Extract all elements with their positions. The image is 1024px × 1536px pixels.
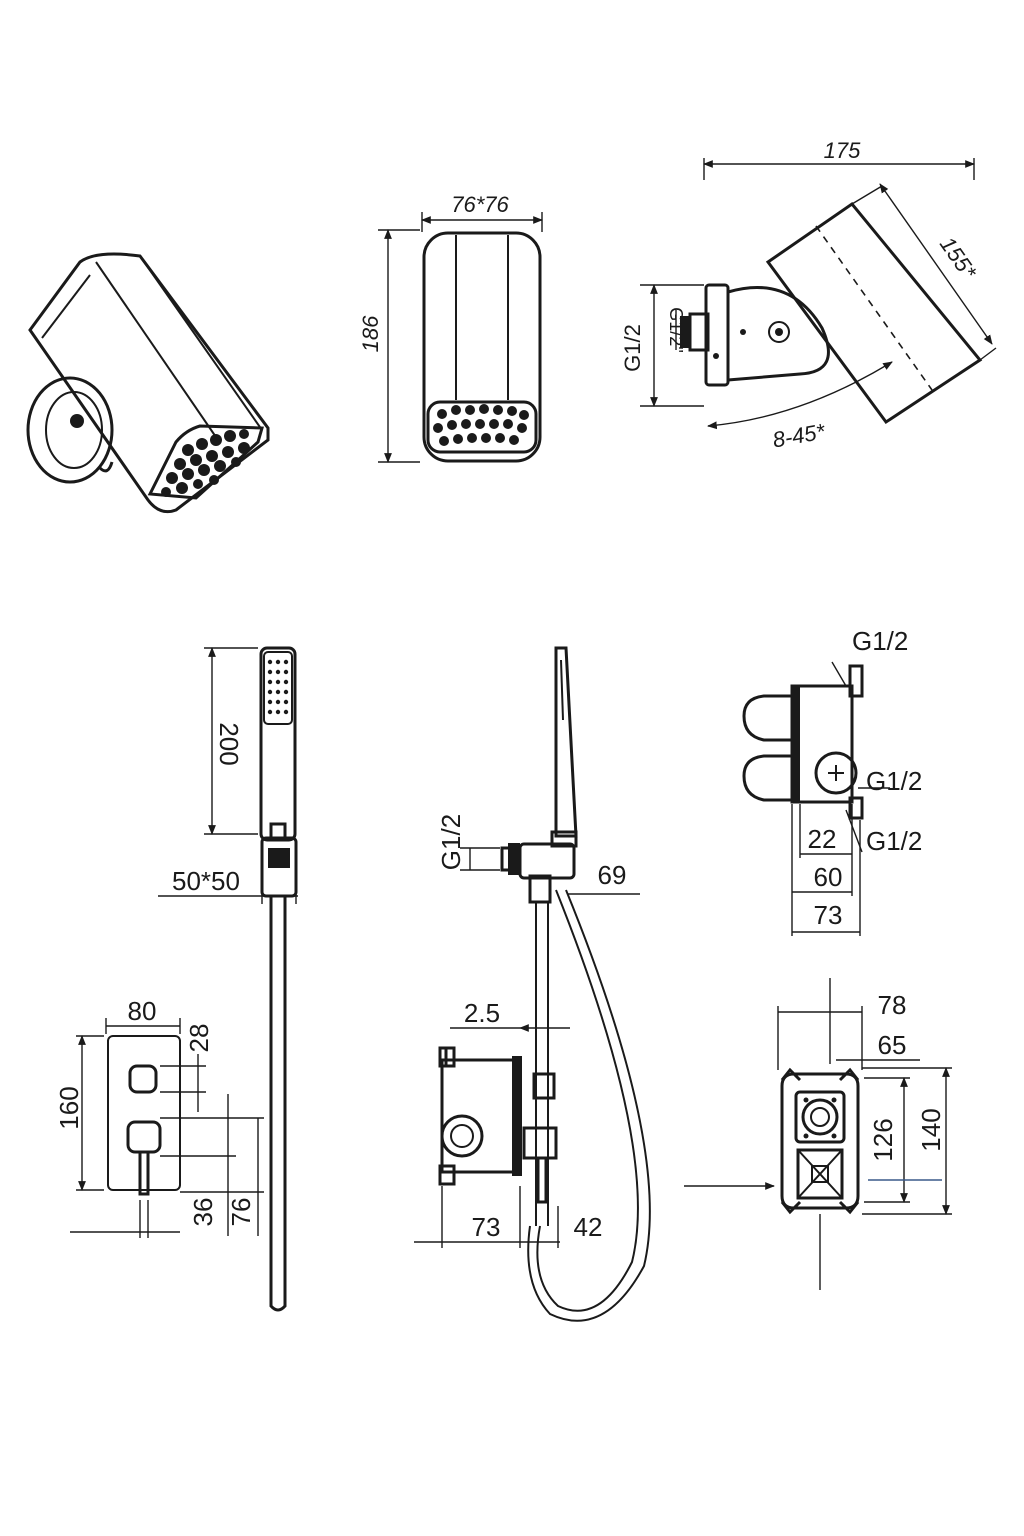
dim-valve-60: 60 xyxy=(814,862,843,892)
mixer-plate-front: 80 160 28 36 76 xyxy=(54,996,264,1238)
valve-body-side: G1/2 G1/2 G1/2 22 60 73 xyxy=(742,626,922,936)
dim-plate-gap: 28 xyxy=(184,1024,214,1053)
dim-box-140: 140 xyxy=(916,1108,946,1151)
dim-plate-36: 36 xyxy=(188,1198,218,1227)
dim-hand-length: 200 xyxy=(214,722,244,765)
mounting-box-front: 78 65 126 140 xyxy=(684,978,952,1290)
dim-valve-73: 73 xyxy=(814,900,843,930)
dim-hand-offset: 69 xyxy=(598,860,627,890)
dim-hand-base: 50*50 xyxy=(172,866,240,896)
dim-side-face: 155* xyxy=(935,232,982,285)
dim-side-thread: G1/2" xyxy=(666,307,686,352)
head-shower-side: 175 155* 8-45* G1/2 G1/2" xyxy=(620,138,997,452)
dim-hand-inlet: G1/2 xyxy=(436,814,466,870)
dim-box-78: 78 xyxy=(878,990,907,1020)
dim-box-126: 126 xyxy=(868,1118,898,1161)
dim-plate-width: 80 xyxy=(128,996,157,1026)
dim-mixer-42: 42 xyxy=(574,1212,603,1242)
dim-front-height: 186 xyxy=(358,315,383,352)
dim-box-65: 65 xyxy=(878,1030,907,1060)
dim-mixer-73: 73 xyxy=(472,1212,501,1242)
dim-front-width: 76*76 xyxy=(451,192,509,217)
hand-spray-dots xyxy=(267,659,289,715)
spray-nozzles-iso xyxy=(161,429,250,497)
dim-valve-outlet-bot: G1/2 xyxy=(866,826,922,856)
dim-valve-outlet-mid: G1/2 xyxy=(866,766,922,796)
hand-shower-front: 200 50*50 xyxy=(158,646,298,1312)
dim-valve-outlet-top: G1/2 xyxy=(852,626,908,656)
dim-plate-height: 160 xyxy=(54,1086,84,1129)
dim-mixer-wall: 2.5 xyxy=(464,998,500,1028)
dim-side-angle: 8-45* xyxy=(771,418,829,452)
dim-plate-76: 76 xyxy=(226,1198,256,1227)
dim-side-inlet: G1/2 xyxy=(620,324,645,372)
spray-nozzles-front xyxy=(433,404,529,446)
dim-side-length: 175 xyxy=(824,138,861,163)
head-shower-front: 76*76 186 xyxy=(358,192,543,463)
hand-shower-side: G1/2 69 xyxy=(436,646,651,1322)
head-shower-isometric xyxy=(26,252,270,514)
dim-valve-22: 22 xyxy=(808,824,837,854)
mixer-side: 73 42 2.5 xyxy=(414,998,602,1248)
